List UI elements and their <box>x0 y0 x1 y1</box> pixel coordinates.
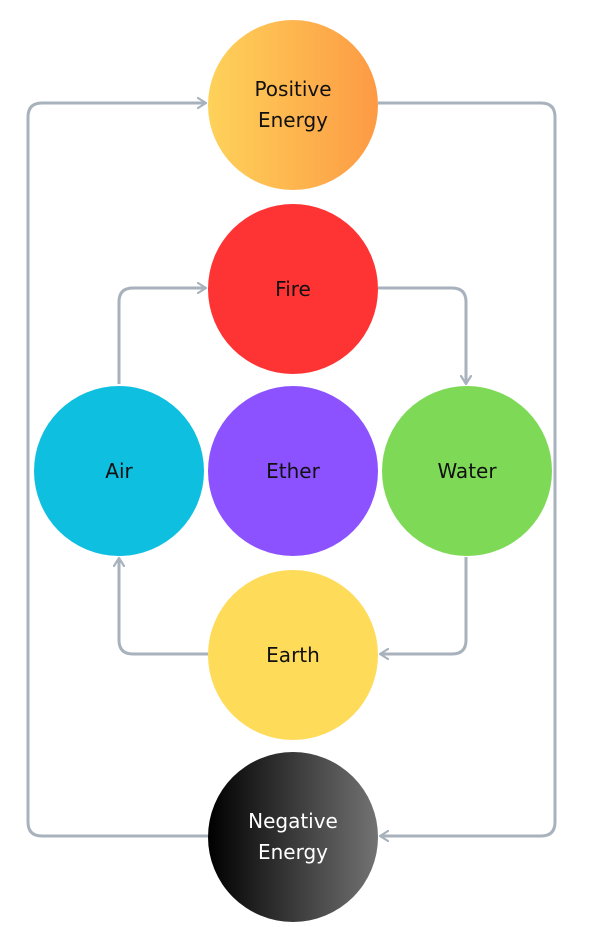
node-positive-energy-label: Positive Energy <box>254 77 332 132</box>
node-positive-energy: Positive Energy <box>208 20 378 190</box>
node-negative-energy: Negative Energy <box>208 752 378 922</box>
edge-earth-to-air <box>119 558 208 656</box>
edge-positive-to-negative <box>378 101 557 836</box>
node-air-label: Air <box>105 458 133 483</box>
node-water-label: Water <box>437 458 497 483</box>
edge-water-to-earth <box>380 557 468 654</box>
node-ether-label: Ether <box>266 458 320 483</box>
node-fire: Fire <box>208 204 378 374</box>
node-negative-energy-label: Negative Energy <box>248 809 338 864</box>
edge-fire-to-water <box>378 286 466 384</box>
node-air: Air <box>34 386 204 556</box>
edge-air-to-fire <box>117 288 206 384</box>
node-earth: Earth <box>208 570 378 740</box>
node-earth-label: Earth <box>266 642 320 667</box>
node-ether: Ether <box>208 386 378 556</box>
node-fire-label: Fire <box>275 276 311 301</box>
node-water: Water <box>382 386 552 556</box>
edge-negative-to-positive <box>26 103 208 838</box>
